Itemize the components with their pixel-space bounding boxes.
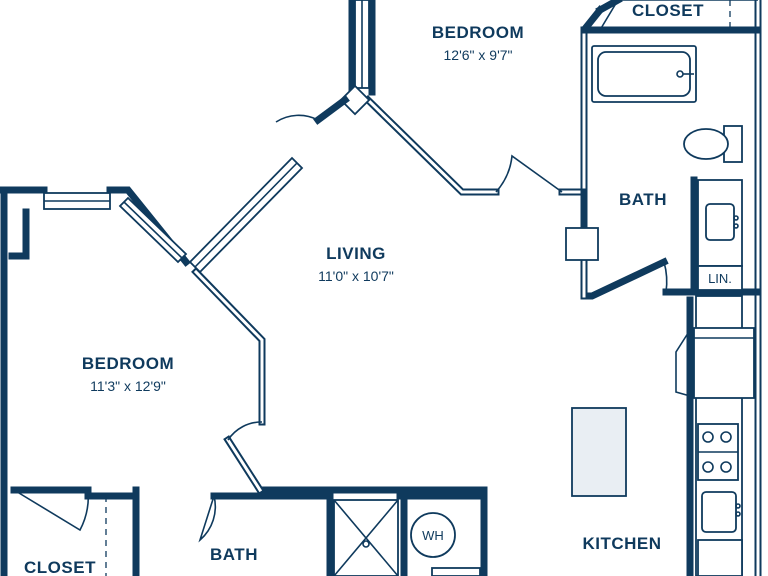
linen-closet [697,265,743,291]
water-heater-label: WH [422,528,444,543]
refrigerator [693,327,755,399]
bath-right-label: BATH [619,190,667,209]
burner-icon [720,461,732,473]
column [565,227,599,261]
labels: BEDROOM 12'6" x 9'7" CLOSET BATH LIN. LI… [24,1,732,576]
kitchen-sink-icon [701,491,737,533]
living-label: LIVING [326,244,386,263]
burner-icon [702,431,714,443]
kitchen-fixtures [571,295,755,576]
dishwasher [697,539,743,576]
kitchen-label: KITCHEN [582,534,661,553]
bedroom-left-dims: 11'3" x 12'9" [90,378,166,394]
bedroom-diagonal-window [118,196,188,264]
linen-label: LIN. [708,271,732,286]
water-heater [410,512,456,558]
sink-icon [705,203,735,241]
bath-bottom-label: BATH [210,545,258,564]
shower-drain-icon [362,540,370,548]
bedroom-top-label: BEDROOM [432,23,524,42]
living-dims: 11'0" x 10'7" [318,268,394,284]
bedroom-left-label: BEDROOM [82,354,174,373]
doors [13,114,691,543]
bath-bottom-fixtures [333,499,481,576]
toilet-bowl [683,128,729,160]
bedroom-top-dims: 12'6" x 9'7" [444,47,513,63]
closet-left-label: CLOSET [24,558,96,576]
closet-top-label: CLOSET [632,1,704,20]
bath-right-fixtures [591,45,743,291]
burner-icon [720,431,732,443]
living-window [188,156,304,274]
kitchen-island [571,407,627,497]
burner-icon [702,461,714,473]
corner-post [339,84,371,116]
